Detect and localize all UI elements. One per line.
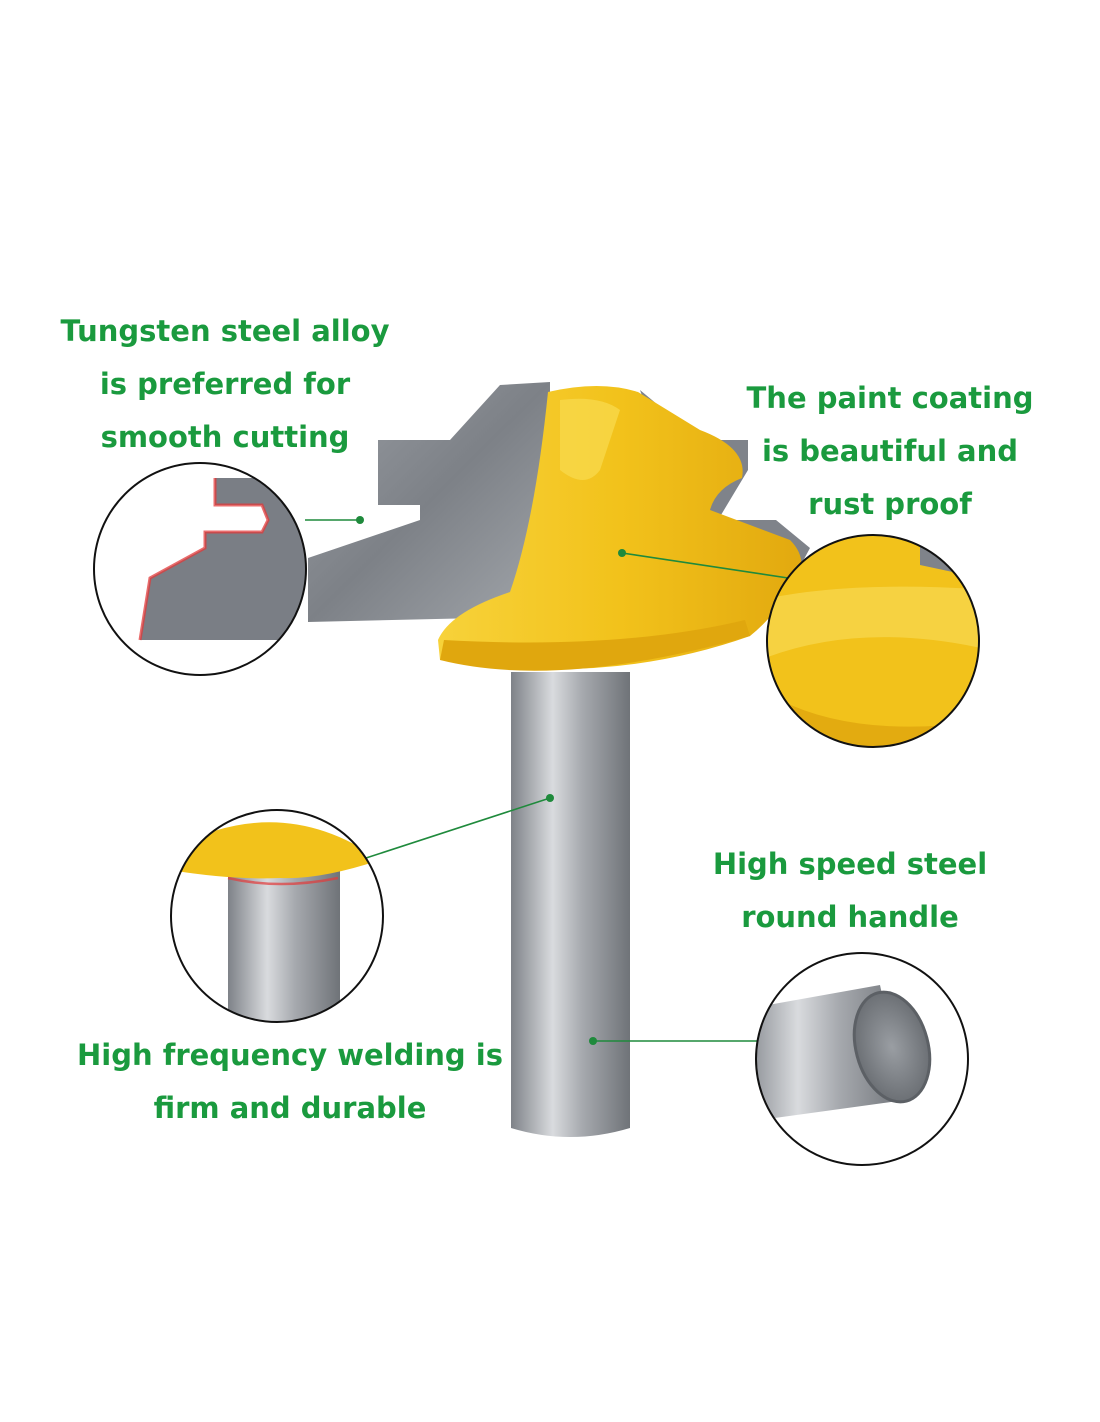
- paint-coating-caption: The paint coating is beautiful and rust …: [730, 372, 1050, 531]
- caption-line: firm and durable: [153, 1091, 427, 1125]
- caption-line: is beautiful and: [761, 434, 1018, 468]
- shank-end-detail-circle: [755, 952, 969, 1166]
- caption-line: The paint coating: [746, 381, 1034, 415]
- caption-line: High frequency welding is: [76, 1038, 503, 1072]
- router-bit-image: [308, 382, 810, 1137]
- caption-line: Tungsten steel alloy: [60, 314, 390, 348]
- tungsten-steel-caption: Tungsten steel alloy is preferred for sm…: [40, 305, 410, 464]
- caption-line: is preferred for: [99, 367, 351, 401]
- callout-lines: [305, 516, 789, 1045]
- paint-coating-detail-circle: [766, 534, 980, 748]
- caption-line: round handle: [741, 900, 959, 934]
- welding-caption: High frequency welding is firm and durab…: [60, 1029, 520, 1135]
- caption-line: smooth cutting: [100, 420, 350, 454]
- carbide-blade-detail-circle: [93, 462, 307, 676]
- welding-joint-detail-circle: [170, 809, 384, 1023]
- caption-line: rust proof: [808, 487, 972, 521]
- round-handle-caption: High speed steel round handle: [690, 838, 1010, 944]
- caption-line: High speed steel: [712, 847, 988, 881]
